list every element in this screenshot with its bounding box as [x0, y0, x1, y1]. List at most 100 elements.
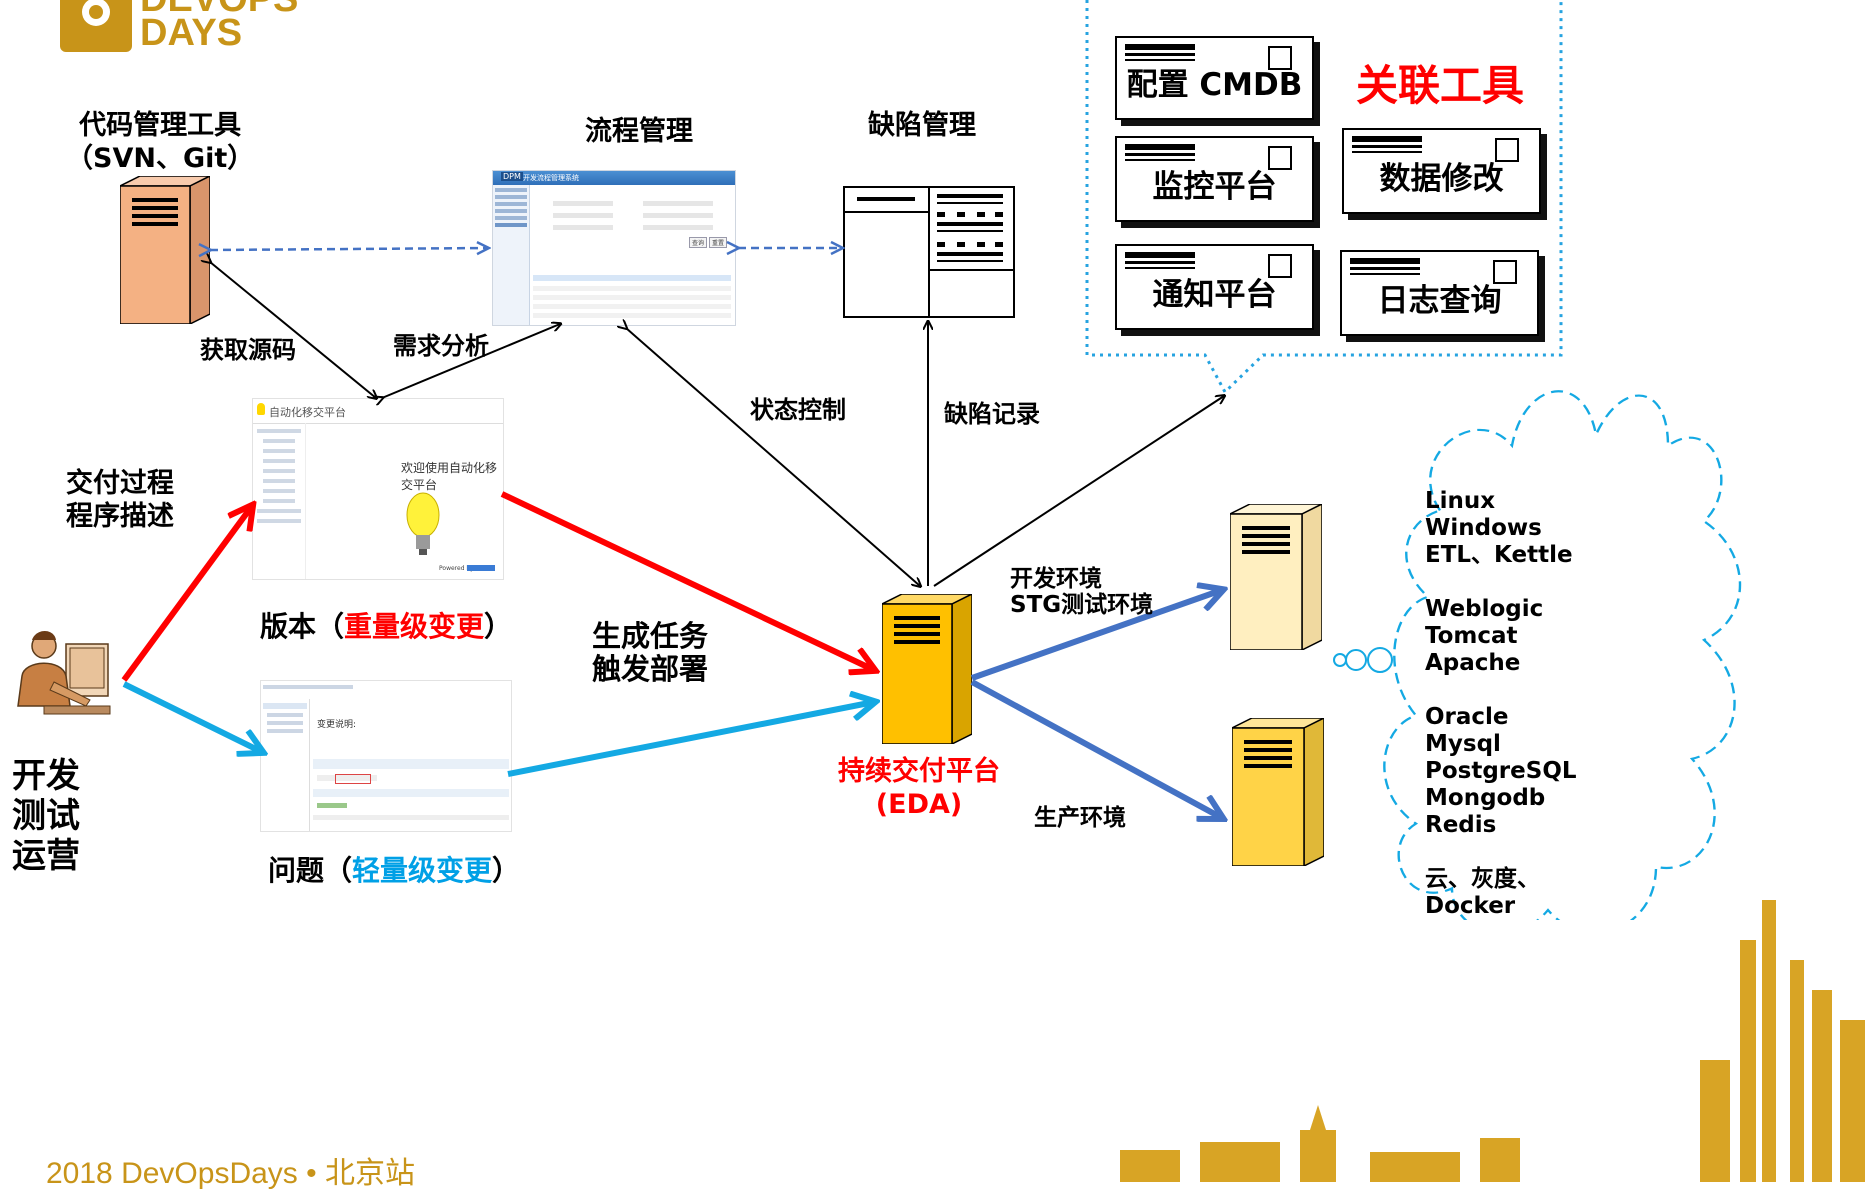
cd-platform-label: 持续交付平台 (EDA): [838, 756, 1000, 822]
person-at-computer-icon: [17, 631, 111, 715]
prod-env-server-icon: [1232, 718, 1324, 866]
version-label: 版本（重量级变更）: [260, 610, 512, 644]
arrow-blue-to-dev-env: [971, 590, 1222, 681]
tool-log-query-label: 日志查询: [1377, 283, 1502, 319]
issue-change-label: 变更说明:: [317, 720, 357, 730]
cd-platform-server-icon: [882, 594, 972, 744]
checkbox-icon: [1268, 146, 1292, 170]
cloud-item: Weblogic: [1425, 596, 1544, 622]
gear-logo-icon: [60, 0, 132, 52]
gen-task-line1: 生成任务: [592, 619, 709, 653]
version-label-suffix: ）: [484, 610, 513, 643]
footer-text: 2018 DevOpsDays • 北京站: [46, 1157, 415, 1190]
cloud-item: Oracle: [1425, 704, 1509, 730]
roles-label: 开发 测试 运营: [12, 756, 80, 876]
arrow-requirement-analysis: [382, 324, 560, 398]
cloud-item: Mysql: [1425, 731, 1501, 757]
issue-label-prefix: 问题（: [268, 854, 353, 887]
cd-platform-line1: 持续交付平台: [838, 756, 1000, 787]
cloud-item: 云、灰度、: [1425, 866, 1540, 892]
issue-label-suffix: ）: [492, 854, 521, 887]
code-mgmt-tool-line1: 代码管理工具: [79, 110, 242, 141]
arrow-cyan-to-cd: [507, 702, 874, 777]
arrow-get-source: [210, 262, 376, 398]
version-label-highlight: 重量级变更: [344, 610, 485, 643]
delivery-process-line2: 程序描述: [66, 500, 174, 532]
defect-mgmt-label: 缺陷管理: [868, 110, 976, 141]
arrow-to-related-tools: [933, 396, 1224, 587]
issue-screenshot: 变更说明:: [260, 680, 512, 832]
lightbulb-icon: [406, 492, 440, 555]
cloud-item: PostgreSQL: [1425, 758, 1577, 784]
logo-text-line1: DEVOPS: [140, 0, 298, 18]
release-powered-text: Powered by: [439, 565, 474, 572]
code-mgmt-tool-line2: （SVN、Git）: [66, 142, 255, 174]
process-mgmt-label: 流程管理: [585, 116, 693, 147]
thought-cloud: [1333, 390, 1742, 920]
cloud-item: Apache: [1425, 650, 1521, 676]
issue-label: 问题（轻量级变更）: [268, 854, 520, 888]
arrow-state-control: [626, 328, 920, 586]
devopsdays-logo: DEVOPS DAYS: [60, 0, 320, 52]
checkbox-icon: [1495, 138, 1519, 162]
dev-env-server-icon: [1230, 504, 1322, 650]
cloud-item: Windows: [1425, 515, 1542, 541]
cloud-item: ETL、Kettle: [1425, 542, 1573, 568]
arrow-blue-to-prod-env: [970, 679, 1222, 818]
dev-env-line2: STG测试环境: [1010, 592, 1154, 619]
process-app-badge: DPM: [501, 172, 523, 181]
tool-cmdb-label: 配置 CMDB: [1126, 67, 1303, 103]
roles-line3: 运营: [12, 836, 80, 877]
cloud-item: Redis: [1425, 812, 1497, 838]
gen-task-line2: 触发部署: [592, 652, 709, 687]
roles-line1: 开发: [12, 756, 80, 796]
checkbox-icon: [1268, 254, 1292, 278]
tool-data-modify: 数据修改: [1342, 128, 1541, 214]
requirement-analysis-label: 需求分析: [393, 332, 489, 360]
arrow-red-to-cd: [500, 491, 874, 670]
logo-text-line2: DAYS: [140, 12, 243, 54]
tool-monitoring: 监控平台: [1115, 136, 1314, 222]
delivery-process-label: 交付过程 程序描述: [66, 468, 174, 534]
cloud-item: Mongodb: [1425, 785, 1546, 811]
cloud-tech-list: Linux Windows ETL、Kettle Weblogic Tomcat…: [1425, 488, 1577, 920]
dev-env-label: 开发环境 STG测试环境: [1010, 566, 1153, 619]
release-powered-link: [467, 565, 495, 571]
process-mgmt-screenshot: DPM 开发流程管理系统 查询 重置: [492, 170, 736, 326]
process-app-title: 开发流程管理系统: [523, 174, 579, 182]
release-platform-screenshot: 自动化移交平台 欢迎使用自动化移交平台 Powered by: [252, 398, 504, 580]
checkbox-icon: [1268, 46, 1292, 70]
tool-notification: 通知平台: [1115, 244, 1314, 330]
skyline-decoration: [1120, 900, 1865, 1182]
state-control-label: 状态控制: [750, 396, 846, 424]
tool-notification-label: 通知平台: [1152, 277, 1277, 313]
generate-task-label: 生成任务 触发部署: [592, 619, 709, 687]
arrow-cyan-to-issue: [122, 681, 262, 752]
release-app-title: 自动化移交平台: [269, 406, 346, 419]
dashed-arrow-code-process: [210, 248, 488, 250]
related-tools-frame: [1085, 0, 1563, 395]
release-welcome-text: 欢迎使用自动化移交平台: [401, 461, 498, 492]
cloud-item: Tomcat: [1425, 623, 1518, 649]
related-tools-title: 关联工具: [1356, 61, 1525, 110]
tool-cmdb: 配置 CMDB: [1115, 36, 1314, 120]
defect-record-label: 缺陷记录: [944, 400, 1040, 428]
get-source-label: 获取源码: [200, 336, 296, 364]
process-search-button: 查询: [689, 237, 708, 248]
prod-env-label: 生产环境: [1034, 805, 1126, 831]
version-label-prefix: 版本（: [260, 610, 345, 643]
dev-env-line1: 开发环境: [1010, 566, 1102, 592]
code-mgmt-tool-label: 代码管理工具 （SVN、Git）: [66, 110, 254, 176]
issue-label-highlight: 轻量级变更: [352, 854, 493, 887]
tool-log-query: 日志查询: [1340, 250, 1539, 336]
cloud-item: Linux: [1425, 488, 1496, 514]
arrow-red-to-version: [121, 506, 252, 682]
delivery-process-line1: 交付过程: [66, 468, 174, 499]
roles-line2: 测试: [12, 796, 80, 837]
tool-monitoring-label: 监控平台: [1152, 169, 1277, 205]
bulb-small-icon: [257, 403, 265, 415]
tool-data-modify-label: 数据修改: [1379, 161, 1504, 197]
cd-platform-line2: (EDA): [875, 788, 963, 820]
checkbox-icon: [1493, 260, 1517, 284]
